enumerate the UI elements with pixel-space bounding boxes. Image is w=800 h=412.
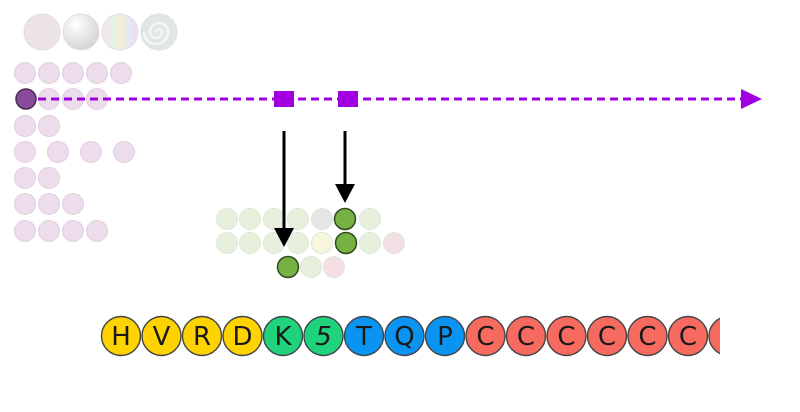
faded-node [62,220,84,242]
faded-node [14,62,36,84]
metallic-disc-icon [62,13,100,51]
faded-node [323,256,345,278]
sequence-residue [667,315,709,357]
path-marker-square [274,91,294,107]
faded-node [383,232,405,254]
sequence-residue [181,315,223,357]
faded-node [287,232,309,254]
faded-node [110,62,132,84]
faded-node [216,208,238,230]
arrowhead-down-icon [274,228,294,247]
faded-node [38,220,60,242]
faded-node [14,220,36,242]
green-node [334,231,358,255]
sequence-residue [586,315,628,357]
faded-node [300,256,322,278]
sequence-residue [465,315,506,357]
faded-node-grid-left [14,62,135,242]
sequence-residue-label: C [476,322,494,352]
sequence-residue-label: H [111,322,131,352]
faded-node [38,193,60,215]
sequence-residue [546,315,587,357]
faded-node [239,208,261,230]
faded-node [216,232,238,254]
down-arrow-1 [274,131,294,247]
sequence-residue-label: C [638,322,656,352]
sequence-residue-label: T [355,322,372,352]
faded-node [113,141,135,163]
faded-node [311,232,333,254]
faded-node [359,208,381,230]
down-arrow-2 [335,131,355,203]
sequence-residue-label: C [557,322,575,352]
top-icon-row [23,13,178,51]
arrowhead-right-icon [741,89,762,109]
faded-node [14,193,36,215]
path-marker-square [338,91,358,107]
sequence-residue [100,315,142,357]
purple-dashed-arrow [38,89,762,109]
sequence-residue-label: Q [394,322,414,352]
sequence-residue [141,315,182,357]
sequence-residue [384,315,425,357]
faded-node [80,141,102,163]
spiral-icon [142,21,170,46]
green-node [276,255,300,279]
faded-node-grid-center [216,208,405,278]
faded-node [14,141,36,163]
sequence-residue [262,315,304,357]
faded-node [14,167,36,189]
sequence-residue-label: R [193,322,211,352]
sequence-residue-label: P [437,322,453,352]
sequence-residue-label: C [719,322,737,352]
selected-green-nodes [276,207,358,279]
faded-node [47,141,69,163]
sequence-residue-label: 5 [315,322,332,352]
iridescent-disc-icon [101,13,139,51]
sequence-residue [222,315,263,357]
sequence-residue-label: C [679,322,697,352]
arrowhead-down-icon [335,184,355,203]
faded-node [263,208,285,230]
faded-node [38,167,60,189]
faded-node [86,62,108,84]
sequence-residue [343,315,385,357]
faded-node [359,232,381,254]
faded-node [62,62,84,84]
start-node [15,88,37,110]
sequence-residue [708,317,720,355]
faded-node [62,193,84,215]
faded-node [239,232,261,254]
sequence-residue [627,315,668,357]
sequence-residue [424,315,466,357]
sequence-residue-label: C [598,322,616,352]
faded-node [287,208,309,230]
sequence-residue-label: D [232,322,252,352]
plain-disc-icon [23,13,61,51]
green-node [333,207,357,231]
sequence-residue-label: C [517,322,535,352]
sequence-residue-label: V [153,322,171,352]
faded-node [38,115,60,137]
faded-node [311,208,333,230]
faded-node [38,62,60,84]
sequence-residue [505,315,547,357]
faded-node [14,115,36,137]
sequence-residue [303,315,344,357]
faded-node [86,220,108,242]
sequence-residue-label: K [274,322,292,352]
